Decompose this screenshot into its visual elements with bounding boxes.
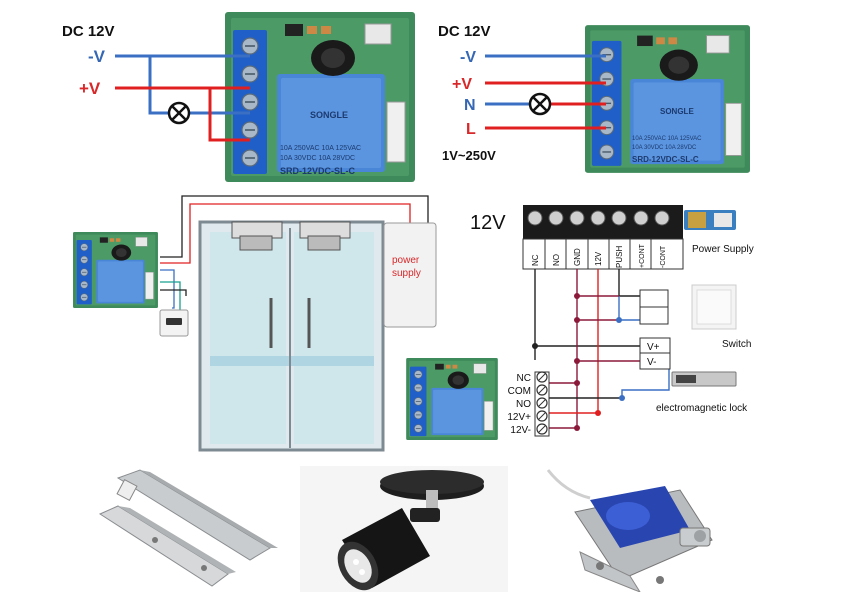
relay-term-12vplus: 12V+ — [507, 412, 531, 423]
relay-term-no: NO — [516, 399, 531, 410]
relay-board-top-left: SONGLE 10A 250VAC 10A 125VAC 10A 30VDC 1… — [225, 12, 415, 182]
relay-board-small — [72, 232, 159, 308]
spotlight-icon — [300, 466, 508, 592]
relay-spec-1: 10A 250VAC 10A 125VAC — [280, 145, 361, 152]
controller-voltage-label: 12V — [470, 212, 506, 234]
top-left-wiring: DC 12V -V +V SONGLE 10A 250VAC 10A 125VA… — [62, 12, 415, 182]
term-ncont: -CONT — [660, 245, 667, 268]
relay-model: SRD-12VDC-SL-C — [280, 166, 356, 176]
bottom-product-row — [98, 466, 730, 592]
relay-brand-2: SONGLE — [660, 107, 694, 116]
lamp-symbol-icon — [167, 101, 191, 125]
lock-label: electromagnetic lock — [656, 403, 748, 414]
vplus-label: V+ — [647, 342, 660, 353]
wires-top-right — [485, 54, 606, 130]
wires-top-left — [115, 54, 250, 142]
top-right-wiring: DC 12V -V +V N L 1V~250V SONGLE 10A 250V… — [438, 23, 750, 174]
switch-label: Switch — [722, 339, 751, 350]
relay-spec-2: 10A 30VDC 10A 28VDC — [280, 155, 355, 162]
mag-lock-photo — [98, 468, 285, 592]
relay-spec-1-2: 10A 250VAC 10A 125VAC — [632, 136, 702, 142]
door-diagram: power supply — [72, 195, 437, 452]
push-button-icon — [159, 309, 189, 337]
term-12v: 12V — [594, 251, 603, 266]
term-gnd: GND — [573, 248, 582, 266]
relay-terminal-strip: NC COM NO 12V+ 12V- — [507, 371, 550, 437]
neg-voltage-label-2: -V — [460, 49, 476, 66]
relay-board-small-2 — [405, 358, 499, 440]
relay-brand: SONGLE — [310, 110, 348, 120]
pos-voltage-label-2: +V — [452, 76, 472, 93]
relay-term-nc: NC — [517, 373, 531, 384]
power-supply-text-1: power — [392, 255, 420, 266]
term-no: NO — [552, 254, 561, 266]
wire-junctions — [532, 293, 625, 431]
term-nc: NC — [531, 254, 540, 266]
neutral-label: N — [464, 97, 476, 114]
power-supply-unit: Power Supply — [684, 210, 754, 255]
door-wires — [160, 195, 429, 317]
terminal-block: NC NO GND 12V PUSH +CONT -CONT — [522, 205, 684, 270]
pos-voltage-label: +V — [79, 79, 101, 98]
solenoid-lock-icon — [520, 466, 730, 592]
dc-supply-label-2: DC 12V — [438, 23, 491, 40]
relay-term-12vminus: 12V- — [510, 425, 531, 436]
relay-spec-2-2: 10A 30VDC 10A 28VDC — [632, 145, 697, 151]
line-label: L — [466, 121, 476, 138]
relay-term-com: COM — [508, 386, 531, 397]
glass-door — [198, 220, 385, 452]
relay-model-2: SRD-12VDC-SL-C — [632, 155, 699, 164]
electromagnetic-lock-icon: electromagnetic lock — [656, 371, 748, 414]
power-supply-text-2: supply — [392, 268, 421, 279]
power-supply-box: power supply — [383, 222, 437, 328]
controller-diagram: 12V NC NO GND 12V PUSH +CONT -CONT — [405, 205, 754, 440]
vplus-vminus-terminals: V+ V- — [639, 337, 671, 370]
switch-terminals — [639, 289, 669, 325]
voltage-range-label: 1V~250V — [442, 148, 496, 163]
neg-voltage-label: -V — [88, 47, 106, 66]
dc-supply-label: DC 12V — [62, 23, 115, 40]
power-supply-label: Power Supply — [692, 244, 754, 255]
lamp-symbol-icon-2 — [528, 92, 552, 116]
term-pcont: +CONT — [639, 243, 646, 268]
term-push: PUSH — [615, 246, 624, 268]
relay-board-top-right: SONGLE 10A 250VAC 10A 125VAC 10A 30VDC 1… — [585, 24, 750, 174]
wall-switch: Switch — [691, 284, 751, 350]
vminus-label: V- — [647, 357, 656, 368]
